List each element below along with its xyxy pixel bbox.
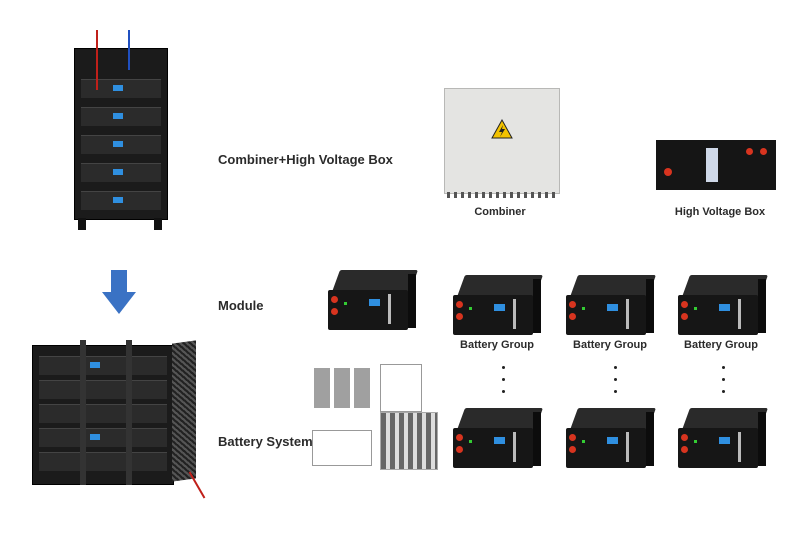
ellipsis-dots xyxy=(502,366,505,402)
battery-group-module xyxy=(678,408,769,470)
combiner-box-image xyxy=(444,88,560,194)
label-combiner-high-voltage-box: Combiner+High Voltage Box xyxy=(218,152,393,167)
label-module: Module xyxy=(218,298,264,313)
caption-battery-group: Battery Group xyxy=(460,339,534,351)
battery-group-module xyxy=(678,275,769,337)
battery-group-module xyxy=(566,408,657,470)
down-arrow-icon xyxy=(102,270,136,314)
rack-3d-render xyxy=(380,412,438,470)
battery-group-module xyxy=(453,408,544,470)
rack-cabinet xyxy=(74,48,168,220)
label-battery-system: Battery System xyxy=(218,434,313,449)
battery-rack-drawing xyxy=(314,368,374,408)
ellipsis-dots xyxy=(722,366,725,402)
caption-high-voltage-box: High Voltage Box xyxy=(674,206,766,218)
caption-combiner: Combiner xyxy=(474,206,526,218)
caption-battery-group: Battery Group xyxy=(684,339,758,351)
high-voltage-box-image xyxy=(656,140,776,190)
battery-system-cabinets xyxy=(32,345,174,485)
rack-dimension-drawing xyxy=(312,430,372,466)
battery-group-module xyxy=(453,275,544,337)
ellipsis-dots xyxy=(614,366,617,402)
battery-group-module xyxy=(566,275,657,337)
module-image xyxy=(328,270,419,332)
high-voltage-warning-icon xyxy=(491,119,513,139)
caption-battery-group: Battery Group xyxy=(573,339,647,351)
rack-outline-drawing xyxy=(380,364,422,412)
